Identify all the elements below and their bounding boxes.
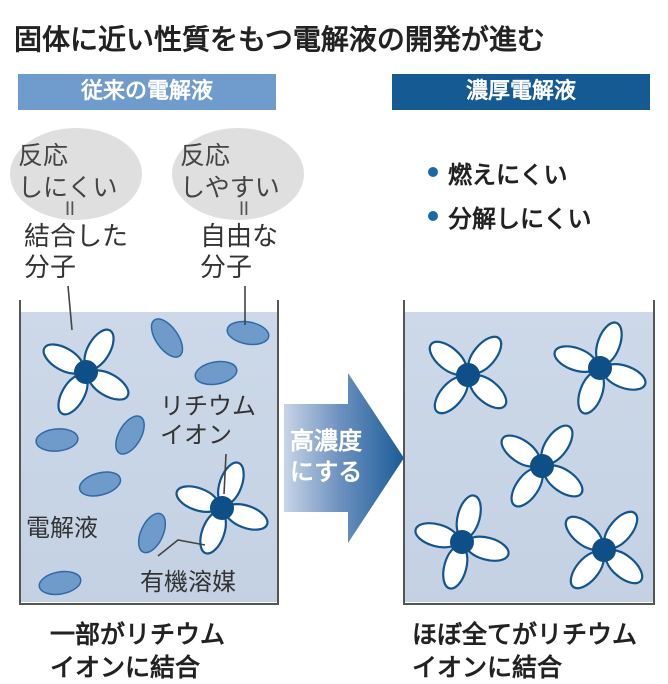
left-beaker-wall	[19, 300, 279, 605]
bubble-line: しやすい	[180, 173, 280, 202]
label-line: 自由な	[200, 222, 279, 252]
bound-molecule-label: 結合した 分子	[24, 222, 128, 284]
arrow-label: 高濃度 にする	[290, 426, 362, 488]
property-item: 燃えにくい	[428, 150, 592, 194]
caption-line: ほぼ全てがリチウム	[412, 620, 638, 649]
right-caption: ほぼ全てがリチウム イオンに結合	[412, 618, 637, 684]
solvent-molecule	[35, 428, 79, 452]
solvent-molecule	[78, 471, 122, 497]
equals-mark: ॥	[62, 196, 76, 221]
leader-lines	[67, 285, 246, 557]
electrolyte-label: 電解液	[26, 514, 98, 542]
solvent-molecule	[38, 570, 82, 596]
bubble-line: しにくい	[18, 173, 118, 202]
solvent-molecule	[115, 415, 145, 455]
lithium-ion-label: リチウム イオン	[160, 392, 256, 450]
lithium-ion-leader	[223, 453, 227, 495]
property-list: 燃えにくい 分解しにくい	[428, 150, 592, 238]
property-item: 分解しにくい	[428, 194, 592, 238]
solvent-molecule	[150, 318, 184, 358]
high-reactivity-bubble: 反応 しやすい	[172, 128, 304, 220]
bound-molecule-leader	[67, 285, 73, 331]
conventional-electrolyte-header: 従来の電解液	[18, 74, 276, 110]
organic-solvent-label: 有機溶媒	[140, 568, 236, 596]
label-line: 結合した	[24, 222, 129, 252]
solvent-molecule	[137, 512, 167, 554]
property-text: 燃えにくい	[448, 160, 568, 189]
page-title: 固体に近い性質をもつ電解液の開発が進む	[14, 23, 545, 56]
label-line: リチウム	[160, 392, 256, 420]
solvent-molecule	[194, 360, 238, 386]
concentrated-electrolyte-header: 濃厚電解液	[392, 74, 650, 110]
solvent-leader	[157, 539, 206, 557]
caption-line: 一部がリチウム	[50, 620, 226, 649]
bullet-icon	[428, 211, 438, 221]
bubble-line: 反応	[180, 141, 231, 170]
left-caption: 一部がリチウム イオンに結合	[50, 618, 225, 684]
arrow-label-line: にする	[290, 458, 363, 486]
caption-line: イオンに結合	[412, 653, 563, 682]
free-solvent-molecules	[35, 318, 270, 596]
label-line: 分子	[200, 253, 253, 283]
equals-mark: ॥	[236, 196, 250, 221]
arrow-label-line: 高濃度	[290, 427, 362, 455]
property-text: 分解しにくい	[448, 204, 592, 233]
right-beaker-wall	[403, 300, 655, 605]
bullet-icon	[428, 167, 438, 177]
label-line: イオン	[160, 421, 232, 449]
caption-line: イオンに結合	[50, 653, 201, 682]
concentrate-arrow	[284, 373, 404, 543]
free-molecule-label: 自由な 分子	[200, 222, 278, 284]
bubble-line: 反応	[18, 141, 69, 170]
label-line: 分子	[24, 253, 77, 283]
solvent-molecule	[226, 320, 270, 346]
low-reactivity-bubble: 反応 しにくい	[10, 128, 142, 220]
